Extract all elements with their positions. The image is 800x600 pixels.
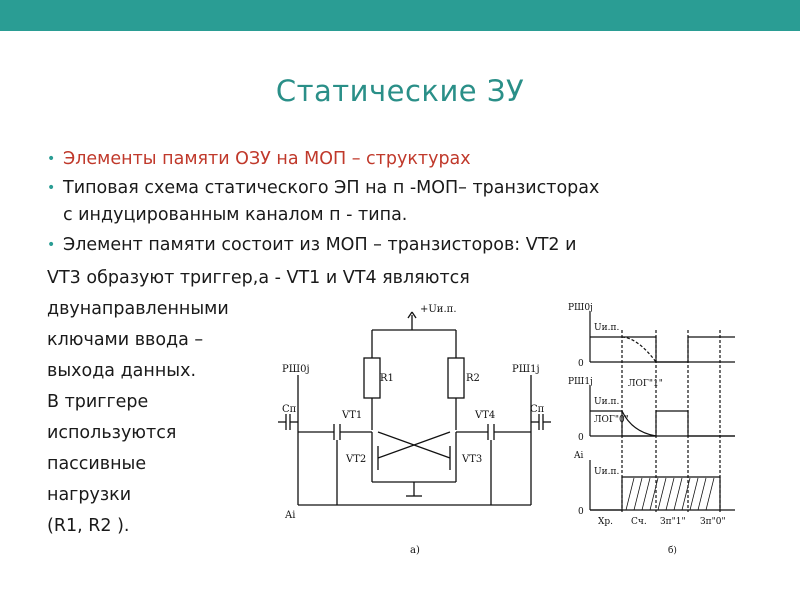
cp-left-label: Cп bbox=[282, 404, 297, 415]
r2-label: R2 bbox=[466, 373, 480, 384]
memory-cell-figure: +Uи.п. РШ0j РШ1j R1 R2 VT1 VT2 VT3 VT4 C… bbox=[278, 303, 735, 556]
timing-row3-u: Uи.п. bbox=[594, 467, 619, 477]
timing-row2-label: РШ1j bbox=[568, 377, 593, 387]
bullet-dot: • bbox=[47, 180, 56, 196]
body-line-8: нагрузки bbox=[47, 485, 132, 505]
timing-row3-label: Ai bbox=[573, 451, 583, 461]
left-bitline-label: РШ0j bbox=[282, 364, 310, 375]
body-line-7: пассивные bbox=[47, 454, 147, 474]
body-line-3: ключами ввода – bbox=[47, 330, 204, 350]
timing-row2-u: Uи.п. bbox=[594, 397, 619, 407]
t-label-write1: Зп"1" bbox=[660, 517, 686, 527]
cp-right-label: Cп bbox=[530, 404, 545, 415]
timing-row1-label: РШ0j bbox=[568, 303, 593, 313]
body-line-5: В триггере bbox=[47, 392, 149, 412]
r1-label: R1 bbox=[380, 373, 394, 384]
timing-row3-zero: 0 bbox=[578, 507, 584, 517]
body-line-4: выхода данных. bbox=[47, 361, 197, 381]
body-line-6: используются bbox=[47, 423, 177, 443]
supply-label: +Uи.п. bbox=[420, 304, 457, 315]
timing-row1-u: Uи.п. bbox=[594, 323, 619, 333]
vt1-label: VT1 bbox=[341, 410, 362, 421]
vt3-label: VT3 bbox=[461, 454, 482, 465]
bullet-3: Элемент памяти состоит из МОП – транзист… bbox=[63, 235, 577, 255]
right-bitline-label: РШ1j bbox=[512, 364, 540, 375]
body-line-9: (R1, R2 ). bbox=[47, 516, 130, 536]
vt4-label: VT4 bbox=[474, 410, 495, 421]
timing-row2-zero: 0 bbox=[578, 433, 584, 443]
timing-row1-zero: 0 bbox=[578, 359, 584, 369]
t-label-hold: Хр. bbox=[598, 517, 613, 527]
log1-label: ЛОГ"1" bbox=[628, 379, 663, 389]
t-label-write0: Зп"0" bbox=[700, 517, 726, 527]
bullet-dot: • bbox=[47, 151, 56, 167]
top-accent-bar bbox=[0, 0, 800, 31]
timing-caption: б) bbox=[668, 545, 677, 556]
bullet-2-cont: с индуцированным каналом п - типа. bbox=[63, 205, 408, 225]
circuit-caption: а) bbox=[410, 545, 420, 556]
log0-label: ЛОГ"0" bbox=[594, 415, 629, 425]
bullet-1: Элементы памяти ОЗУ на МОП – структурах bbox=[63, 149, 471, 169]
vt2-label: VT2 bbox=[345, 454, 366, 465]
slide-title: Статические ЗУ bbox=[275, 74, 525, 108]
ai-label: Ai bbox=[284, 510, 295, 521]
body-line-2: двунаправленными bbox=[47, 299, 229, 319]
body-line-1: VT3 образуют триггер,а - VT1 и VT4 являю… bbox=[47, 268, 470, 288]
bullet-dot: • bbox=[47, 237, 56, 253]
t-label-read: Сч. bbox=[631, 517, 647, 527]
bullet-2: Типовая схема статического ЭП на п -МОП–… bbox=[63, 178, 600, 198]
